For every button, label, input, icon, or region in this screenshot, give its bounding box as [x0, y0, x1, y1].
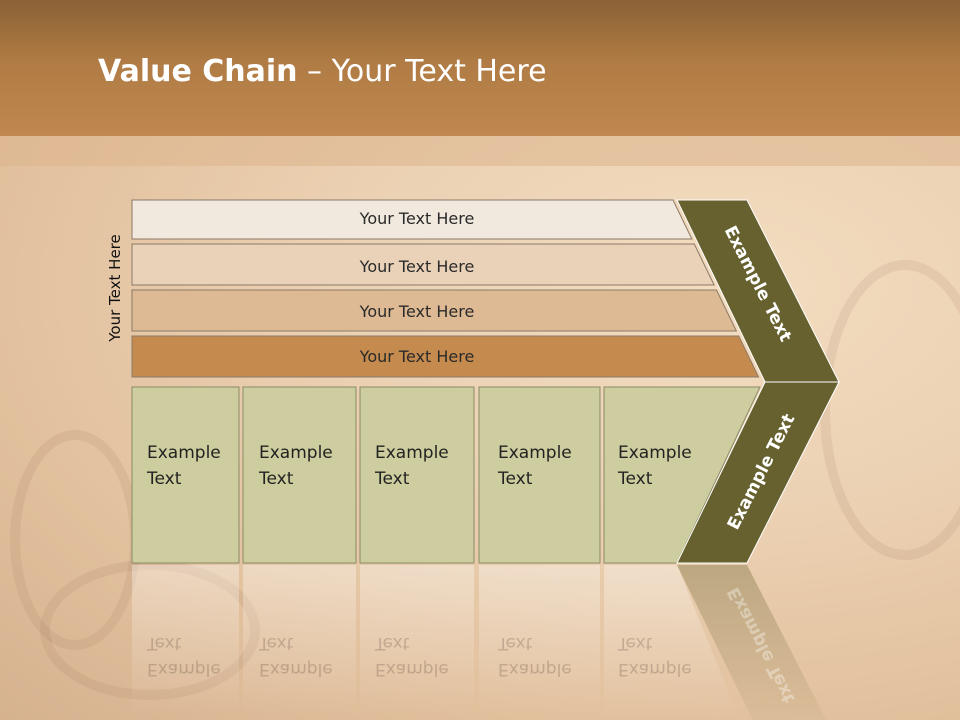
box-1-reflect-line2: Text: [147, 633, 182, 653]
box-4-reflect-line1: Example: [498, 659, 572, 679]
box-reflection-3: Example Text: [375, 630, 449, 682]
page-title: Value Chain – Your Text Here: [98, 54, 547, 89]
bar-label-1: Your Text Here: [359, 209, 475, 228]
header-sub-band: [0, 136, 960, 166]
box-reflection-1: Example Text: [147, 630, 221, 682]
box-5-reflect-line1: Example: [618, 659, 692, 679]
bar-label-3: Your Text Here: [359, 302, 475, 321]
header-band: [0, 0, 960, 136]
box-4: [478, 386, 601, 564]
box-4-line2: Text: [498, 469, 533, 489]
box-2-reflect-line2: Text: [259, 633, 294, 653]
bar-label-4: Your Text Here: [359, 347, 475, 366]
box-3-line2: Text: [375, 469, 410, 489]
bar-label-2: Your Text Here: [359, 257, 475, 276]
chevron-bottom: [676, 381, 840, 564]
box-4-line1: Example: [498, 443, 572, 463]
box-3-reflect-line2: Text: [375, 633, 410, 653]
box-1: [131, 386, 240, 564]
box-1-reflect-line1: Example: [147, 659, 221, 679]
box-1-line1: Example: [147, 443, 221, 463]
box-3-reflect-line1: Example: [375, 659, 449, 679]
box-reflection-shape-5: [604, 565, 740, 720]
chevron-bottom-reflection: [677, 565, 827, 720]
box-3: [359, 386, 475, 564]
box-4-reflect-line2: Text: [498, 633, 533, 653]
box-5-line1: Example: [618, 443, 692, 463]
title-bold: Value Chain: [98, 54, 298, 89]
bar-3: [131, 289, 738, 332]
box-1-line2: Text: [147, 469, 182, 489]
box-reflection-shape-4: [479, 565, 600, 715]
box-2-line2: Text: [259, 469, 294, 489]
box-3-line1: Example: [375, 443, 449, 463]
title-rest: – Your Text Here: [297, 54, 547, 89]
box-reflection-shape-1: [132, 565, 239, 715]
box-5-reflect-line2: Text: [618, 633, 653, 653]
bar-2: [131, 243, 715, 286]
box-reflection-shape-3: [360, 565, 474, 715]
box-2-line1: Example: [259, 443, 333, 463]
bar-1: [131, 199, 693, 240]
box-2: [242, 386, 357, 564]
box-2-reflect-line1: Example: [259, 659, 333, 679]
box-reflection-shape-2: [243, 565, 356, 715]
box-5-line2: Text: [618, 469, 653, 489]
box-reflection-5: Example Text: [618, 630, 692, 682]
box-reflection-2: Example Text: [259, 630, 333, 682]
bar-4: [131, 335, 760, 378]
box-reflection-4: Example Text: [498, 630, 572, 682]
